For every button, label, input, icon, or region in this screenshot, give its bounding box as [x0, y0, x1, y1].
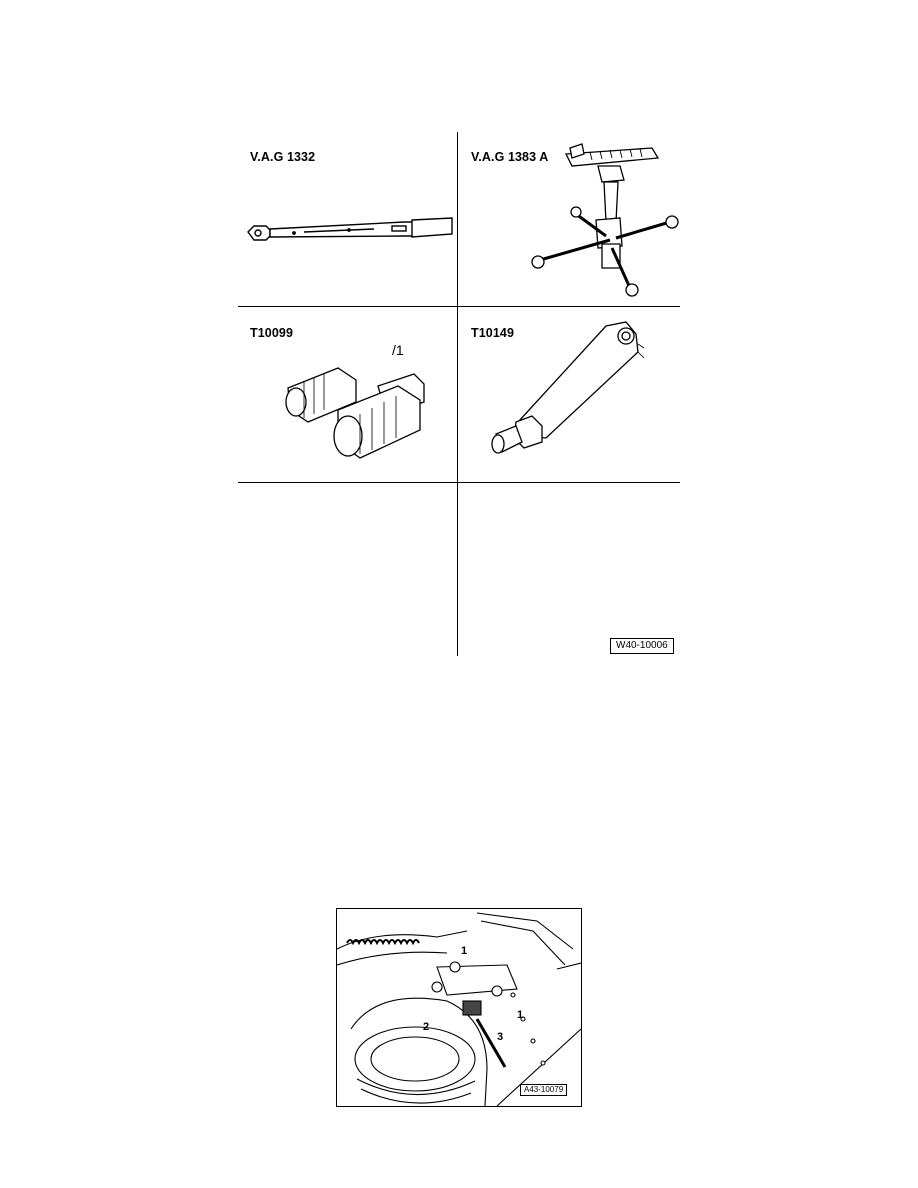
grid-divider-horizontal-2 [238, 482, 680, 483]
tool-label-vag-1332: V.A.G 1332 [250, 150, 316, 164]
callout-1-right: 1 [517, 1009, 524, 1021]
adapter-tool-illustration [491, 321, 645, 454]
socket-set-illustration [285, 367, 425, 459]
callout-2: 2 [423, 1021, 430, 1033]
engine-bay-figure: 1 1 2 3 A43-10079 [336, 908, 582, 1107]
callout-3: 3 [497, 1031, 504, 1043]
special-tools-figure: V.A.G 1332 V.A.G 1383 A [238, 132, 680, 656]
engine-bay-illustration [337, 912, 581, 1106]
tool-label-vag-1383a: V.A.G 1383 A [471, 150, 549, 164]
callout-1-upper: 1 [461, 945, 468, 957]
torque-wrench-illustration [247, 217, 453, 241]
tool-sub-label: /1 [392, 342, 404, 358]
grid-divider-vertical [457, 132, 458, 656]
tool-label-t10149: T10149 [471, 326, 514, 340]
figure-reference-photo: A43-10079 [520, 1084, 568, 1096]
grid-divider-horizontal-1 [238, 306, 680, 307]
transmission-jack-illustration [531, 143, 679, 297]
tool-label-t10099: T10099 [250, 326, 293, 340]
figure-reference-tools: W40-10006 [610, 638, 674, 654]
